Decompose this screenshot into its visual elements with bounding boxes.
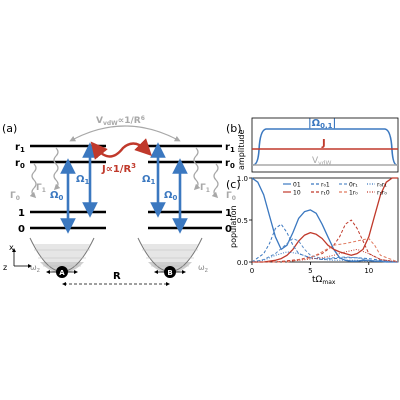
- atom-b-label: B: [167, 269, 172, 277]
- axis-x-label: x: [9, 243, 14, 252]
- right-trap-freq: ωz: [198, 263, 208, 274]
- panel-a: (a) VvdW∝1/R6 r1 r0 1 0 Ω0 Ω1 Γ1 Γ0 r1 r…: [2, 115, 236, 286]
- legend-label-2: r₀1: [321, 182, 330, 189]
- panel-b-ylabel: amplitude: [237, 129, 246, 170]
- right-gamma0-wave: [211, 163, 219, 199]
- y-ticks: 0.0 0.5 1.0: [237, 175, 252, 267]
- y-tick-label-1: 0.5: [237, 217, 248, 225]
- series-line-5: [252, 238, 399, 263]
- j-coupling-arrow: [90, 138, 152, 160]
- x-tick-label-2: 10: [364, 267, 373, 275]
- panel-b-frame: [251, 117, 399, 173]
- omega-pulse-label: |Ω0,1|: [308, 118, 336, 130]
- left-omega1-label: Ω1: [76, 174, 90, 186]
- vdw-line-label: VvdW: [312, 156, 332, 167]
- left-label-1: 1: [18, 208, 25, 219]
- panel-c-label: (c): [226, 178, 241, 191]
- panel-c-ylabel: population: [229, 205, 238, 248]
- right-trap: B ωz: [137, 237, 208, 278]
- distance-label: R: [113, 271, 121, 282]
- legend-label-3: r₁0: [321, 190, 330, 197]
- series-line-4: [251, 238, 399, 263]
- right-label-r0: r0: [225, 158, 235, 170]
- right-gamma1-label: Γ1: [200, 183, 210, 194]
- left-gamma1-wave: [53, 147, 61, 191]
- j-line-label: J: [321, 138, 326, 149]
- left-gamma0-wave: [29, 163, 37, 199]
- axis-z-label: z: [3, 263, 7, 272]
- left-trap-freq: ωz: [30, 263, 40, 274]
- right-label-r1: r1: [225, 142, 235, 154]
- vdw-label: VvdW∝1/R6: [96, 115, 145, 127]
- right-label-0: 0: [225, 224, 232, 235]
- right-gamma1-wave: [193, 147, 201, 191]
- series-line-1: [252, 177, 398, 263]
- left-label-0: 0: [18, 224, 25, 235]
- left-trap: A ωz: [29, 237, 95, 278]
- panel-b-label: (b): [226, 122, 242, 135]
- left-gamma1-label: Γ1: [36, 183, 46, 194]
- x-tick-label-0: 0: [250, 267, 254, 275]
- x-tick-label-1: 5: [308, 267, 312, 275]
- right-omega1-label: Ω1: [142, 174, 156, 186]
- right-label-1: 1: [225, 208, 232, 219]
- x-ticks: 0 5 10: [250, 262, 373, 275]
- right-gamma0-label: Γ0: [226, 191, 236, 202]
- legend-label-5: 1r₀: [349, 190, 358, 197]
- atom-a-label: A: [59, 269, 65, 277]
- panel-a-label: (a): [2, 122, 17, 135]
- atom-b: [164, 266, 176, 278]
- legend-label-7: r₁r₀: [377, 190, 387, 197]
- legend-label-0: 01: [293, 182, 301, 189]
- y-tick-label-0: 0.0: [237, 259, 248, 267]
- left-gamma0-label: Γ0: [10, 191, 20, 202]
- legend-label-1: 10: [293, 190, 301, 197]
- left-label-r1: r1: [15, 142, 25, 154]
- legend-label-6: r₀r₁: [377, 182, 387, 189]
- series-line-3: [252, 219, 399, 263]
- population-series: [251, 177, 399, 263]
- j-coupling-label: J∝1/R3: [101, 162, 136, 175]
- vdw-arc: [69, 125, 181, 142]
- right-omega0-label: Ω0: [164, 190, 178, 202]
- y-tick-label-2: 1.0: [237, 175, 248, 183]
- left-omega0-label: Ω0: [50, 190, 64, 202]
- omega-pulse: [252, 128, 398, 166]
- atom-a: [56, 266, 68, 278]
- panel-b: (b) amplitude |Ω0,1| J VvdW: [226, 117, 399, 173]
- panel-c-xlabel: tΩmax: [312, 275, 336, 286]
- left-label-r0: r0: [15, 158, 25, 170]
- legend-label-4: 0r₁: [349, 182, 358, 189]
- series-line-7: [252, 248, 399, 263]
